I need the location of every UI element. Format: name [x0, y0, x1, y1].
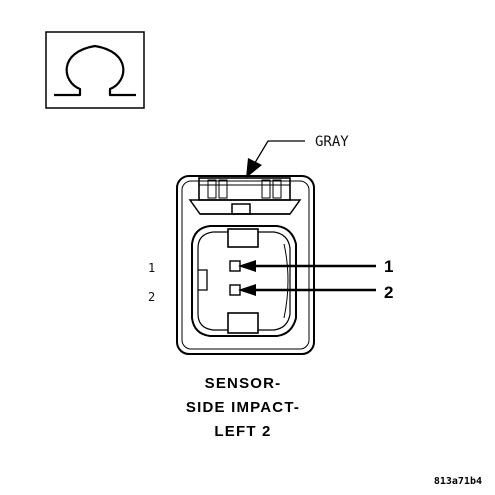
- omega-icon: [54, 44, 136, 97]
- wire-color-label: GRAY: [315, 134, 349, 150]
- pin-callout-1: [238, 260, 376, 272]
- title-line-2: SIDE IMPACT-: [186, 399, 300, 416]
- wire-color-leader: [246, 140, 305, 178]
- omega-symbol-box: [45, 31, 145, 109]
- figure-code: 813a71b4: [434, 476, 482, 487]
- pin-number-2: 2: [384, 283, 393, 302]
- arrowhead-icon: [238, 284, 256, 296]
- title-line-3: LEFT 2: [214, 423, 271, 440]
- arrowhead-icon: [238, 260, 256, 272]
- locking-latch: [188, 177, 302, 215]
- title-line-1: SENSOR-: [205, 375, 282, 392]
- arrowhead-icon: [246, 158, 262, 178]
- cavity-label-1: 1: [148, 261, 155, 275]
- component-title: SENSOR- SIDE IMPACT- LEFT 2: [186, 375, 300, 440]
- pin-callout-2: [238, 284, 376, 296]
- cavity-label-2: 2: [148, 290, 155, 304]
- connector-body: [176, 175, 315, 355]
- pin-number-1: 1: [384, 257, 393, 276]
- terminal-housing: [191, 225, 297, 337]
